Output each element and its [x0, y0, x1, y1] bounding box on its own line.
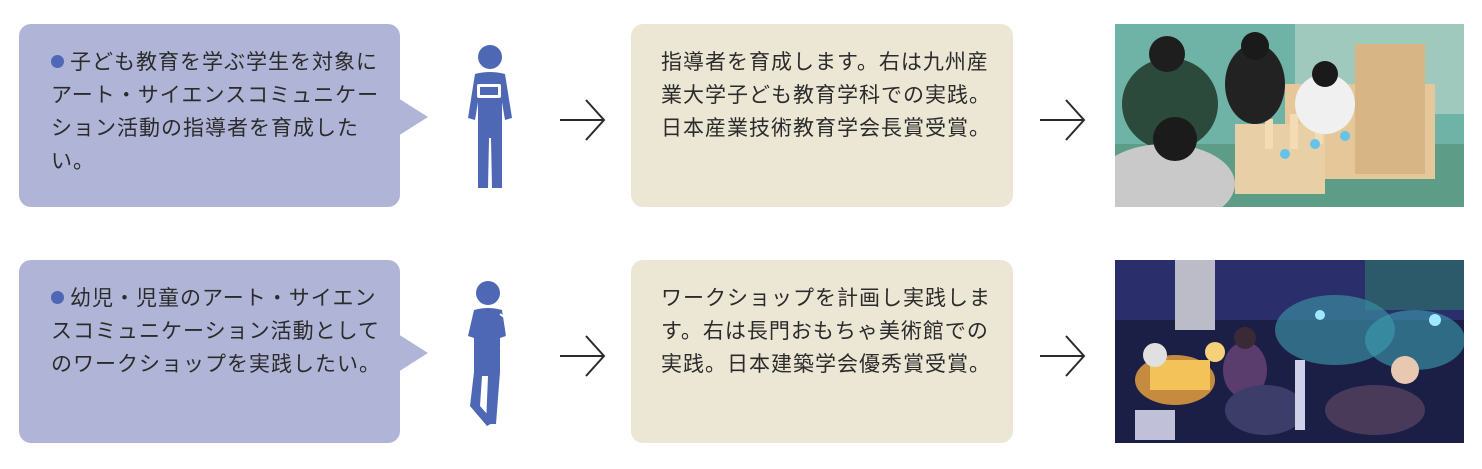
person-thinking-icon	[450, 276, 530, 426]
result-text-2: ワークショップを計画し実践します。右は長門おもちゃ美術館での実践。日本建築学会優…	[661, 286, 991, 376]
flow-row-2: 幼児・児童のアート・サイエンスコミュニケーション活動としてのワークショップを実践…	[0, 260, 1482, 445]
bubble-tail-1	[398, 98, 428, 136]
result-box-1: 指導者を育成します。右は九州産業大学子ども教育学科での実践。日本産業技術教育学会…	[631, 24, 1013, 207]
result-box-2: ワークショップを計画し実践します。右は長門おもちゃ美術館での実践。日本建築学会優…	[631, 260, 1013, 443]
chevron-right-arrow-icon	[1036, 94, 1088, 146]
bubble-tail-2	[398, 334, 428, 372]
students-building-wooden-structures-photo	[1115, 24, 1464, 207]
chevron-right-arrow-icon	[556, 94, 608, 146]
goal-text-2: 幼児・児童のアート・サイエンスコミュニケーション活動としてのワークショップを実践…	[51, 286, 381, 376]
person-holding-book-icon	[450, 40, 530, 190]
flow-row-1: 子ども教育を学ぶ学生を対象にアート・サイエンスコミュニケーション活動の指導者を育…	[0, 24, 1482, 209]
result-text-1: 指導者を育成します。右は九州産業大学子ども教育学科での実践。日本産業技術教育学会…	[661, 50, 991, 140]
bullet-icon	[51, 55, 64, 68]
goal-text-1: 子ども教育を学ぶ学生を対象にアート・サイエンスコミュニケーション活動の指導者を育…	[51, 50, 380, 173]
chevron-right-arrow-icon	[1036, 330, 1088, 382]
goal-bubble-2: 幼児・児童のアート・サイエンスコミュニケーション活動としてのワークショップを実践…	[19, 260, 400, 443]
goal-bubble-1: 子ども教育を学ぶ学生を対象にアート・サイエンスコミュニケーション活動の指導者を育…	[19, 24, 400, 207]
children-workshop-night-lights-photo	[1115, 260, 1464, 443]
chevron-right-arrow-icon	[556, 330, 608, 382]
bullet-icon	[51, 291, 64, 304]
